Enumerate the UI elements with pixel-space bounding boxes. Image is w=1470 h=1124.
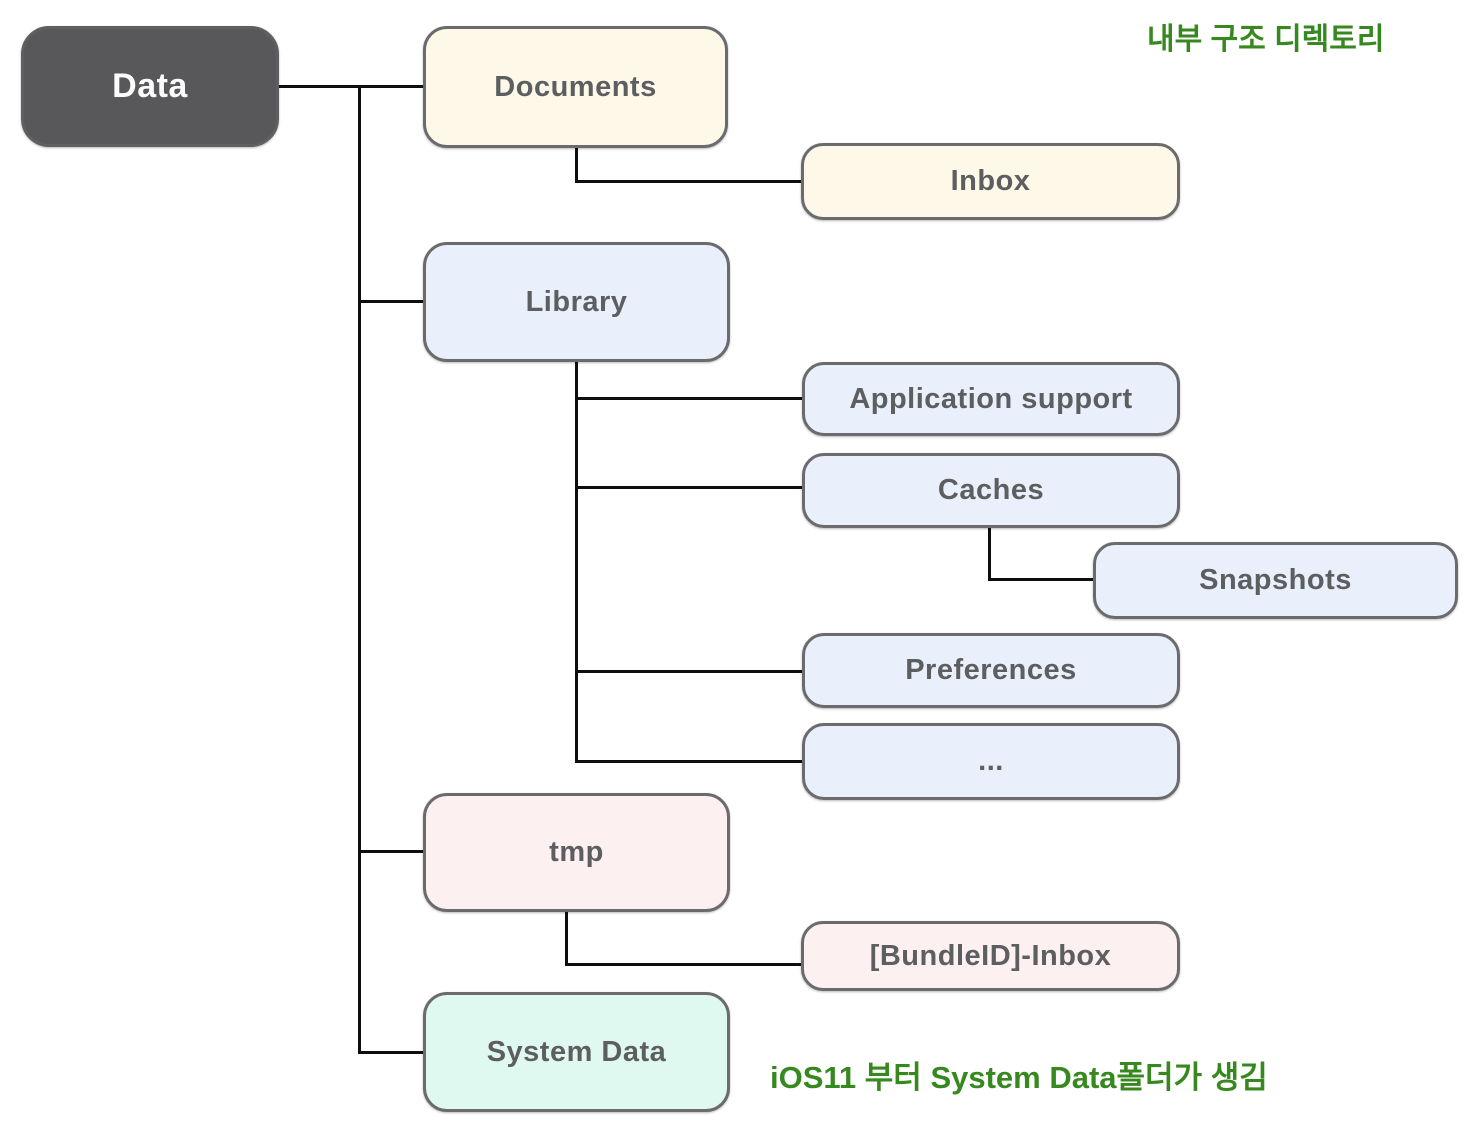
annotation-internal-structure: 내부 구조 디렉토리: [1147, 23, 1385, 56]
connector-library-preferences: [578, 670, 804, 673]
connector-spine-system-data: [358, 1051, 425, 1054]
node-preferences: Preferences: [802, 633, 1180, 708]
connector-data-documents: [279, 85, 425, 88]
node-documents: Documents: [423, 26, 728, 148]
connector-tmp-bundleinbox: [565, 963, 803, 966]
connector-main-spine: [358, 85, 361, 1054]
connector-caches-snapshots-drop: [988, 527, 991, 581]
node-caches: Caches: [802, 453, 1180, 528]
node-inbox: Inbox: [801, 143, 1180, 220]
connector-documents-inbox-drop: [575, 148, 578, 183]
node-tmp: tmp: [423, 793, 730, 912]
connector-caches-snapshots: [988, 578, 1095, 581]
connector-tmp-bundleinbox-drop: [565, 911, 568, 966]
node-snapshots: Snapshots: [1093, 542, 1458, 619]
node-data: Data: [21, 26, 279, 147]
connector-library-appsupport: [578, 397, 804, 400]
connector-library-caches: [578, 486, 804, 489]
connector-documents-inbox: [575, 180, 803, 183]
connector-library-spine: [575, 360, 578, 763]
connector-library-ellipsis: [578, 760, 804, 763]
connector-spine-tmp: [361, 850, 425, 853]
node-application-support: Application support: [802, 362, 1180, 436]
node-bundleid-inbox: [BundleID]-Inbox: [801, 921, 1180, 991]
node-ellipsis: ...: [802, 723, 1180, 800]
connector-spine-library: [361, 300, 425, 303]
node-library: Library: [423, 242, 730, 362]
annotation-ios11-system-data: iOS11 부터 System Data폴더가 생김: [770, 1060, 1268, 1095]
node-system-data: System Data: [423, 992, 730, 1112]
